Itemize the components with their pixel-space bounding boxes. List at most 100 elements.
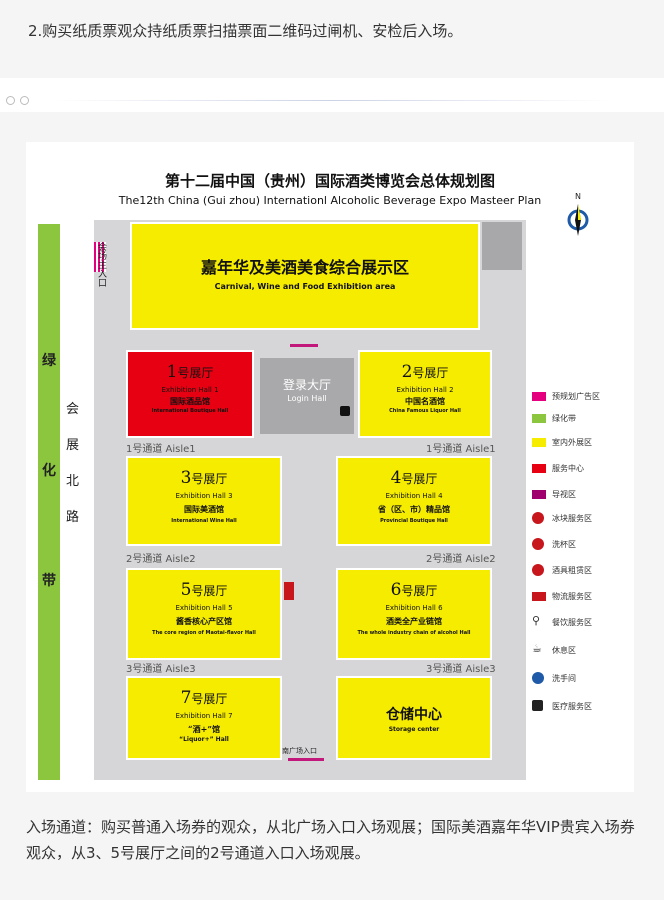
hall-4-subtitle-en: Provincial Boutique Hall [380, 518, 448, 524]
separator-line [52, 100, 612, 101]
legend-swatch [532, 592, 546, 601]
map-legend: 预规划广告区 绿化带 室内外展区 服务中心 导视区 冰块服务区 洗杯区 酒具租赁… [532, 390, 632, 730]
hall-1-subtitle-en: International Boutique Hall [151, 408, 229, 414]
hall-3-en-title: Exhibition Hall 3 [175, 492, 233, 500]
legend-label: 洗手间 [552, 674, 576, 683]
hall-7-subtitle-en: “Liquor+” Hall [179, 736, 229, 743]
green-belt-strip [38, 224, 60, 780]
legend-swatch [532, 490, 546, 499]
legend-label: 绿化带 [552, 414, 576, 423]
hall-6-subtitle: 酒类全产业链馆 [386, 616, 442, 626]
carnival-zone-subtitle: Carnival, Wine and Food Exhibition area [214, 282, 396, 291]
hall-2-en-title: Exhibition Hall 2 [396, 386, 454, 394]
exhibition-hall-1[interactable]: 1号展厅 Exhibition Hall 1 国际酒品馆 Internation… [126, 350, 254, 438]
aisle-2-right: 2号通道 Aisle2 [426, 554, 496, 565]
legend-label: 预规划广告区 [552, 392, 600, 401]
exhibition-hall-2[interactable]: 2号展厅 Exhibition Hall 2 中国名酒馆 China Famou… [358, 350, 492, 438]
hall-3-subtitle: 国际美酒馆 [184, 504, 224, 514]
section-separator [0, 92, 664, 108]
north-road-label-3: 北 [66, 474, 80, 489]
south-entrance-gate [288, 758, 324, 761]
hall-4-cn-title: 号展厅 [401, 472, 438, 486]
hall-4-en-title: Exhibition Hall 4 [385, 492, 443, 500]
hall-1-cn-title: 号展厅 [177, 366, 214, 380]
top-gate [290, 344, 318, 347]
hall-7-number: 7 [180, 688, 192, 708]
compass-icon [567, 204, 589, 236]
hall-6-subtitle-en: The whole industry chain of alcohol Hall [357, 630, 471, 636]
legend-label: 餐饮服务区 [552, 618, 592, 627]
aisle-1-left: 1号通道 Aisle1 [126, 444, 196, 455]
logistics-service-marker [284, 582, 294, 600]
cutlery-icon: ⚲ [532, 614, 541, 627]
map-title-cn: 第十二届中国（贵州）国际酒类博览会总体规划图 [164, 172, 495, 190]
hall-2-cn-title: 号展厅 [412, 366, 449, 380]
south-entrance-label: 南广场入口 [282, 747, 317, 755]
exhibition-hall-6[interactable]: 6号展厅 Exhibition Hall 6 酒类全产业链馆 The whole… [336, 568, 492, 660]
hall-4-subtitle: 省（区、市）精品馆 [378, 504, 450, 514]
aisle-2-left: 2号通道 Aisle2 [126, 554, 196, 565]
expo-master-plan-map[interactable]: 第十二届中国（贵州）国际酒类博览会总体规划图 The12th China (Gu… [26, 142, 634, 792]
hall-7-cn-title: 号展厅 [191, 692, 228, 706]
main-entrance-label: 会场主入口 [96, 242, 106, 287]
main-entrance-gate [94, 242, 106, 272]
hall-3-number: 3 [180, 468, 192, 488]
login-hall[interactable]: 登录大厅 Login Hall [260, 358, 354, 434]
aisle-3-right: 3号通道 Aisle3 [426, 664, 496, 675]
hall-2-subtitle: 中国名酒馆 [405, 396, 445, 406]
login-hall-en: Login Hall [287, 394, 327, 403]
map-title-en: The12th China (Gui zhou) Internationl Al… [118, 194, 542, 207]
storage-center[interactable]: 仓储中心 Storage center [336, 676, 492, 760]
legend-label: 洗杯区 [552, 540, 576, 549]
legend-swatch [532, 414, 546, 423]
hall-6-cn-title: 号展厅 [401, 584, 438, 598]
hall-2-number: 2 [401, 362, 413, 382]
hall-3-subtitle-en: International Wine Hall [171, 518, 237, 524]
exhibition-hall-3[interactable]: 3号展厅 Exhibition Hall 3 国际美酒馆 Internation… [126, 456, 282, 546]
restroom-icon [532, 672, 544, 684]
glassware-rental-icon [532, 564, 544, 576]
hall-6-number: 6 [390, 580, 402, 600]
legend-label: 物流服务区 [552, 592, 592, 601]
ice-service-icon [532, 512, 544, 524]
exhibition-hall-5[interactable]: 5号展厅 Exhibition Hall 5 酱香核心产区馆 The core … [126, 568, 282, 660]
corner-block [482, 222, 522, 270]
hall-2-subtitle-en: China Famous Liquor Hall [389, 408, 461, 414]
hall-5-cn-title: 号展厅 [191, 584, 228, 598]
legend-label: 酒具租赁区 [552, 566, 592, 575]
exhibition-hall-7[interactable]: 7号展厅 Exhibition Hall 7 “酒+”馆 “Liquor+” H… [126, 676, 282, 760]
hall-3-cn-title: 号展厅 [191, 472, 228, 486]
top-text-card: 2.购买纸质票观众持纸质票扫描票面二维码过闸机、安检后入场。 [0, 0, 664, 78]
green-belt-label-2: 化 [42, 463, 56, 479]
hall-1-en-title: Exhibition Hall 1 [161, 386, 219, 394]
hall-5-number: 5 [180, 580, 192, 600]
separator-dot-icon [20, 96, 29, 105]
carnival-zone-title: 嘉年华及美酒美食综合展示区 [200, 258, 409, 277]
legend-swatch [532, 464, 546, 473]
storage-center-subtitle: Storage center [388, 726, 440, 733]
first-aid-icon [532, 700, 543, 711]
legend-swatch [532, 438, 546, 447]
entry-channel-instruction: 入场通道：购买普通入场券的观众，从北广场入口入场观展；国际美酒嘉年华VIP贵宾入… [26, 818, 635, 862]
aisle-1-right: 1号通道 Aisle1 [426, 444, 496, 455]
green-belt-label-1: 绿 [42, 353, 56, 369]
login-hall-cn: 登录大厅 [282, 378, 331, 392]
hall-7-en-title: Exhibition Hall 7 [175, 712, 233, 720]
hall-1-subtitle: 国际酒品馆 [170, 396, 210, 406]
medical-service-icon [340, 406, 350, 416]
exhibition-hall-4[interactable]: 4号展厅 Exhibition Hall 4 省（区、市）精品馆 Provinc… [336, 456, 492, 546]
cup-wash-icon [532, 538, 544, 550]
legend-label: 导视区 [552, 490, 576, 499]
hall-5-subtitle-en: The core region of Maotai-flavor Hall [152, 630, 256, 636]
north-label: N [575, 192, 581, 201]
hall-6-en-title: Exhibition Hall 6 [385, 604, 443, 612]
hall-1-number: 1 [166, 362, 178, 382]
north-road-label-2: 展 [66, 438, 80, 453]
carnival-zone[interactable]: 嘉年华及美酒美食综合展示区 Carnival, Wine and Food Ex… [130, 222, 480, 330]
legend-swatch [532, 392, 546, 401]
aisle-3-left: 3号通道 Aisle3 [126, 664, 196, 675]
hall-7-subtitle: “酒+”馆 [188, 724, 220, 734]
legend-label: 室内外展区 [552, 438, 592, 447]
legend-label: 医疗服务区 [552, 702, 592, 711]
hall-4-number: 4 [390, 468, 402, 488]
